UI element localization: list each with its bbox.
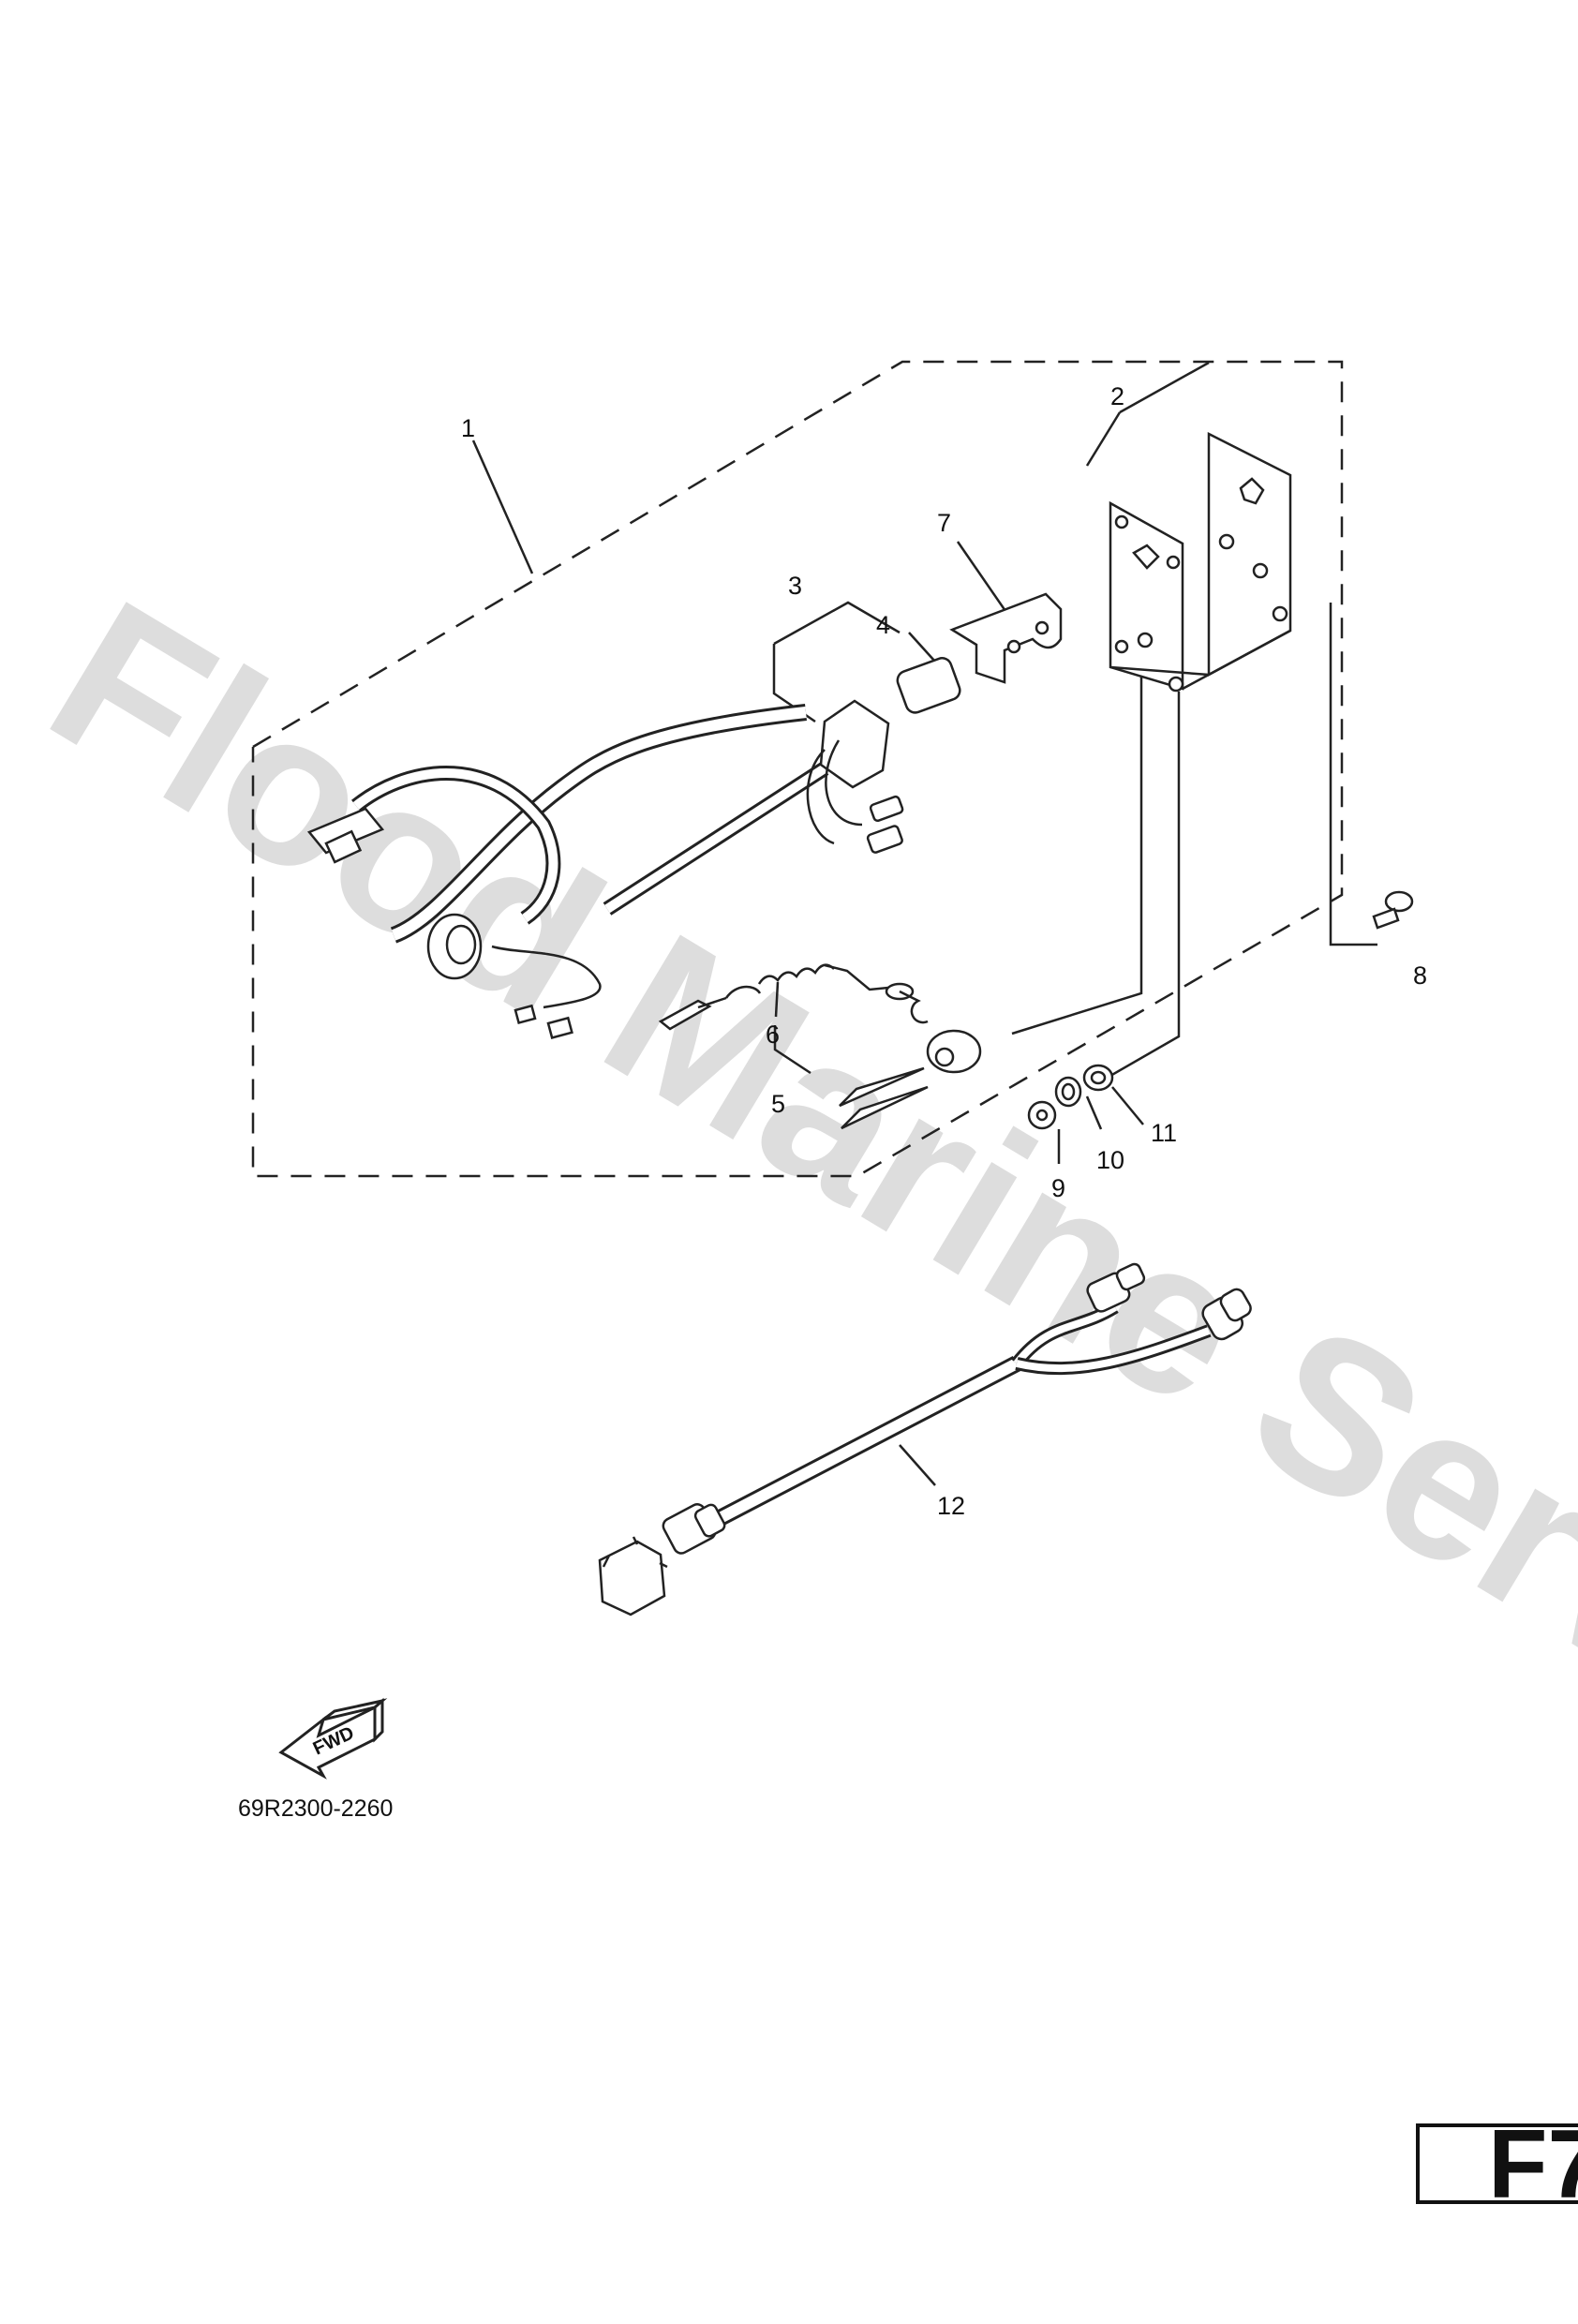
switch-harness [306, 657, 961, 1039]
small-bracket [949, 592, 1063, 684]
callout-11: 11 [1151, 1119, 1177, 1147]
page-code-box [1416, 2123, 1578, 2204]
callout-9: 9 [1051, 1174, 1065, 1202]
callout-3: 3 [788, 572, 802, 600]
lanyard-switch [658, 963, 982, 1130]
callout-5: 5 [771, 1090, 785, 1118]
part-number: 69R2300-2260 [238, 1795, 393, 1822]
callout-12: 12 [937, 1492, 965, 1520]
fwd-arrow-icon [278, 1697, 388, 1780]
page-code: F7 [1488, 2110, 1578, 2219]
callout-1: 1 [461, 414, 475, 442]
callout-6: 6 [766, 1020, 780, 1049]
callout-4: 4 [876, 611, 890, 639]
callout-8: 8 [1413, 961, 1427, 990]
mounting-bracket [1109, 431, 1292, 693]
watermark-text: Flood Marine Services [14, 555, 1578, 1940]
callout-7: 7 [937, 509, 951, 537]
extension-harness [598, 1262, 1252, 1616]
small-hardware [1027, 890, 1414, 1130]
callout-10: 10 [1096, 1146, 1124, 1174]
assembly-boundary [251, 360, 1344, 1178]
callout-2: 2 [1110, 382, 1124, 410]
leader-lines [471, 361, 1377, 1486]
